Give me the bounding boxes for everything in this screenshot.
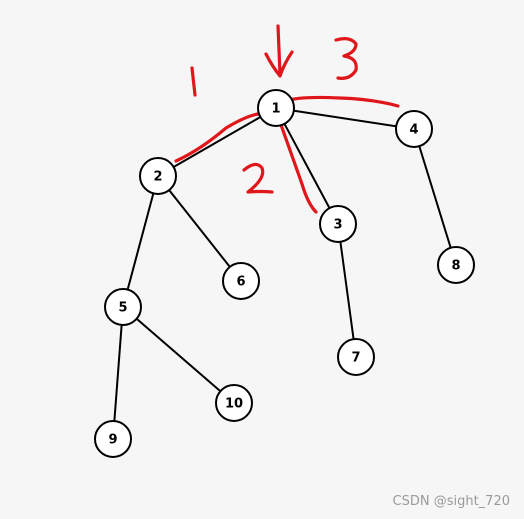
edge-1-3	[275, 107, 339, 225]
tree-node-6: 6	[222, 262, 260, 300]
node-label: 1	[271, 102, 280, 117]
traversal-path-1-3	[278, 120, 318, 214]
edge-3-7	[337, 223, 357, 358]
node-label: 10	[225, 397, 243, 412]
edge-2-5	[122, 175, 159, 308]
traversal-path-1-4	[284, 95, 400, 108]
node-label: 4	[409, 123, 418, 138]
node-circle	[222, 262, 260, 300]
node-circle	[94, 420, 132, 458]
red-annotations	[174, 24, 400, 214]
node-circle	[257, 89, 295, 127]
visit-order-3-glyph	[334, 37, 358, 80]
node-label: 2	[153, 170, 162, 185]
node-circle	[215, 384, 253, 422]
node-label: 6	[236, 275, 245, 290]
edge-4-8	[413, 128, 457, 266]
edge-2-6	[157, 175, 242, 282]
tree-node-10: 10	[215, 384, 253, 422]
node-circle	[104, 288, 142, 326]
node-circle	[139, 157, 177, 195]
visit-order-1-glyph	[190, 66, 197, 97]
node-label: 7	[351, 351, 360, 366]
tree-node-9: 9	[94, 420, 132, 458]
node-label: 8	[451, 259, 460, 274]
node-circle	[437, 246, 475, 284]
edge-5-9	[112, 306, 124, 440]
tree-node-1: 1	[257, 89, 295, 127]
tree-nodes: 1 2 3 4 5 6 7 8 9 10	[94, 89, 475, 458]
tree-edges	[112, 107, 457, 440]
tree-node-4: 4	[395, 110, 433, 148]
node-label: 5	[118, 301, 127, 316]
visit-order-2-glyph	[242, 162, 274, 194]
traversal-path-1-2	[174, 112, 260, 163]
node-label: 3	[333, 218, 342, 233]
tree-node-3: 3	[319, 205, 357, 243]
down-arrow-icon	[264, 24, 294, 78]
tree-node-2: 2	[139, 157, 177, 195]
tree-node-8: 8	[437, 246, 475, 284]
tree-node-7: 7	[337, 338, 375, 376]
edge-1-4	[275, 107, 415, 130]
node-label: 9	[108, 433, 117, 448]
node-circle	[395, 110, 433, 148]
watermark: CSDN @sight_720	[392, 494, 510, 509]
edge-1-2	[157, 107, 277, 177]
node-circle	[337, 338, 375, 376]
node-circle	[319, 205, 357, 243]
tree-node-5: 5	[104, 288, 142, 326]
edge-5-10	[122, 306, 235, 404]
